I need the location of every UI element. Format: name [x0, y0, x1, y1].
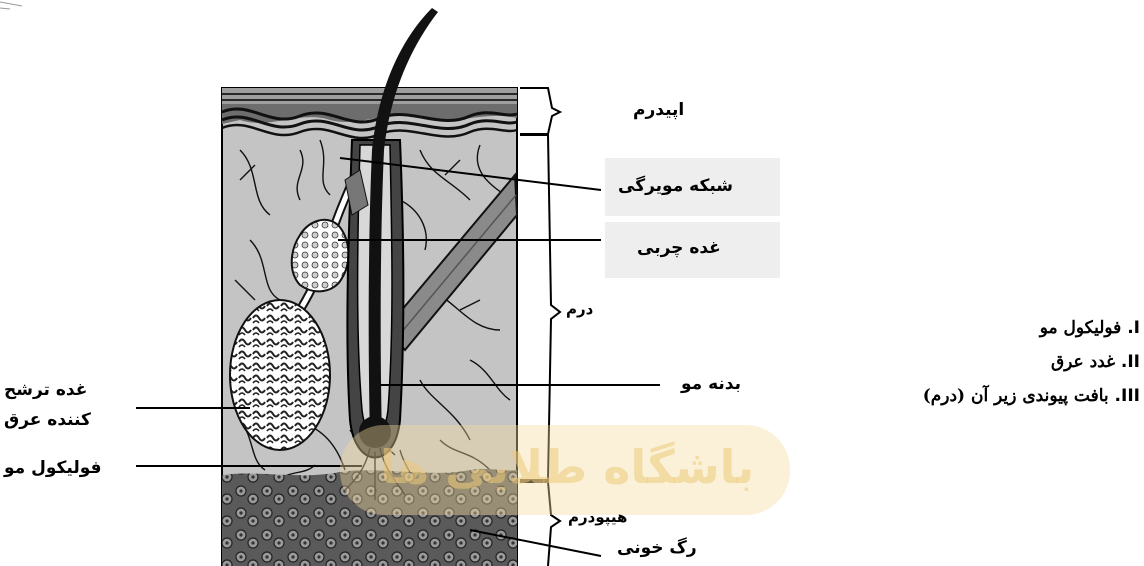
- epidermis-brace: [520, 88, 560, 134]
- label-sweat-gland-2: کننده عرق: [4, 410, 91, 431]
- list-item-1: I. فولیکول مو: [1040, 318, 1140, 338]
- list-item-3-num: III.: [1115, 386, 1140, 406]
- label-hair-follicle: فولیکول مو: [4, 458, 102, 479]
- label-dermis: درم: [566, 300, 593, 319]
- list-item-2-text: غدد عرق: [1051, 352, 1121, 372]
- list-item-1-text: فولیکول مو: [1040, 318, 1127, 338]
- label-sebaceous-gland: غده چربی: [637, 238, 721, 259]
- label-sweat-gland-1: غده ترشح: [4, 380, 87, 401]
- label-capillary-network: شبکه مویرگی: [618, 176, 733, 197]
- label-epidermis: اپیدرم: [633, 100, 684, 121]
- label-hair-shaft: بدنه مو: [681, 374, 741, 395]
- list-item-2-num: II.: [1121, 352, 1140, 372]
- list-item-3: III. بافت پیوندی زیر آن (درم): [923, 386, 1140, 406]
- list-item-3-text: بافت پیوندی زیر آن (درم): [923, 386, 1115, 406]
- watermark-text: باشگاه طلایی ها: [380, 440, 754, 494]
- list-item-2: II. غدد عرق: [1051, 352, 1140, 372]
- epidermis-layer: [222, 88, 517, 104]
- list-item-1-num: I.: [1127, 318, 1140, 338]
- label-blood-vessel: رگ خونی: [617, 538, 697, 559]
- sweat-gland-coil: [230, 300, 330, 450]
- label-hypodermis: هیپودرم: [568, 508, 627, 527]
